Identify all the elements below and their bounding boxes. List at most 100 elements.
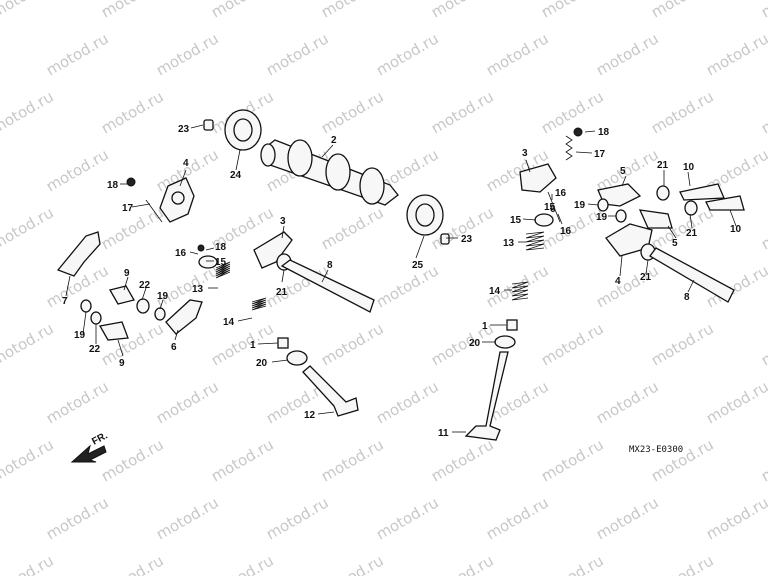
watermark-text: motod.ru [758,87,768,137]
callout-3-left: 3 [280,216,286,227]
watermark-text: motod.ru [0,87,57,137]
callout-19-right-lower: 19 [596,212,608,223]
watermark-text: motod.ru [428,435,497,485]
camshaft-bearing-right [406,194,444,236]
rocker-arm-6-left [165,299,203,335]
watermark-text: motod.ru [208,0,277,21]
callout-22-upper: 22 [139,280,151,291]
valve-cotter-left [277,337,289,349]
watermark-text: motod.ru [373,377,442,427]
washers-left [80,298,166,325]
callout-17-left: 17 [122,203,134,214]
callout-21-lower: 21 [640,272,652,283]
rocker-arm-3-right [519,163,557,193]
watermark-text: motod.ru [538,319,607,369]
front-arrow-icon [70,444,107,463]
rocker-shaft-8-right [649,247,735,303]
watermark-text: motod.ru [318,319,387,369]
watermark-text: motod.ru [0,319,57,369]
callout-8-left: 8 [327,260,333,271]
watermark-text: motod.ru [648,0,717,21]
watermark-text: motod.ru [593,261,662,311]
callout-3-right: 3 [522,148,528,159]
dowel-pin-left [203,119,214,131]
rocker-shaft-9b [98,321,129,341]
callout-16-right-upper: 16 [555,188,567,199]
watermark-text: motod.ru [758,319,768,369]
watermark-text: motod.ru [428,551,497,576]
callout-18-mid: 18 [215,242,227,253]
callout-5-upper: 5 [620,166,626,177]
retainer-15-right [534,213,554,227]
watermark-text: motod.ru [153,493,222,543]
watermark-text: motod.ru [758,435,768,485]
callout-14-right: 14 [489,286,501,297]
valve-12 [302,365,359,417]
callout-10-upper: 10 [683,162,695,173]
watermark-text: motod.ru [318,0,387,21]
watermark-text: motod.ru [0,145,2,195]
diagram-code: MX23-E0300 [629,445,683,455]
rocker-arm-pivot-7 [56,231,101,277]
watermark-text: motod.ru [0,493,2,543]
callout-8-right: 8 [684,292,690,303]
rocker-arm-3-left [253,231,293,269]
watermark-text: motod.ru [593,29,662,79]
watermark-text: motod.ru [318,203,387,253]
callout-19-right-upper: 19 [574,200,586,211]
watermark-text: motod.ru [98,87,167,137]
watermark-text: motod.ru [43,145,112,195]
callout-4-right: 4 [615,276,621,287]
watermark-text: motod.ru [593,377,662,427]
watermark-text: motod.ru [648,435,717,485]
callout-13-left: 13 [192,284,204,295]
watermark-text: motod.ru [0,551,57,576]
callout-9-upper: 9 [124,268,130,279]
callout-21-upper: 21 [657,160,669,171]
callout-15-right-b: 15 [510,215,522,226]
spring-17-right [565,135,573,161]
watermark-text: motod.ru [98,0,167,21]
watermark-text: motod.ru [263,29,332,79]
valve-cotter-1-right [506,319,518,331]
valve-spring-outer-13-left [215,261,231,279]
callout-labels: 23 24 2 25 23 4 18 17 7 9 22 19 19 22 9 … [62,124,742,439]
watermark-text: motod.ru [758,551,768,576]
watermark-text: motod.ru [153,29,222,79]
rocker-shaft-8-left [280,259,375,313]
callout-5-lower: 5 [672,238,678,249]
camshaft-bearing-left [224,109,262,151]
valve-seat-20-right [494,335,516,349]
leader-lines [65,124,737,433]
adjuster-16-right [547,191,561,223]
callout-16-left: 16 [175,248,187,259]
watermark-text: motod.ru [208,551,277,576]
callout-19-upper: 19 [157,291,169,302]
watermark-text: motod.ru [0,0,57,21]
callout-9-lower: 9 [119,358,125,369]
callout-14-left: 14 [223,317,235,328]
washers-right [597,185,698,223]
watermark-text: motod.ru [703,493,768,543]
watermark-text: motod.ru [263,493,332,543]
watermark-text: motod.ru [758,0,768,21]
retainer-left [197,244,218,269]
callout-23-left: 23 [178,124,190,135]
watermark-text: motod.ru [648,319,717,369]
watermark-text: motod.ru [373,493,442,543]
watermark-text: motod.ru [703,377,768,427]
callout-19-lower: 19 [74,330,86,341]
rocker-arm-4-right [605,223,653,257]
watermark-text: motod.ru [98,435,167,485]
valve-11 [464,351,509,441]
callout-18-left: 18 [107,180,119,191]
dowel-pin-right [440,233,450,245]
valve-spring-13-right [525,231,545,251]
watermark-text: motod.ru [0,29,2,79]
callout-20-right: 20 [469,338,481,349]
rocker-shaft-10a [679,183,725,201]
callout-10-lower: 10 [730,224,742,235]
callout-1-right: 1 [482,321,488,332]
watermark-text: motod.ru [318,87,387,137]
